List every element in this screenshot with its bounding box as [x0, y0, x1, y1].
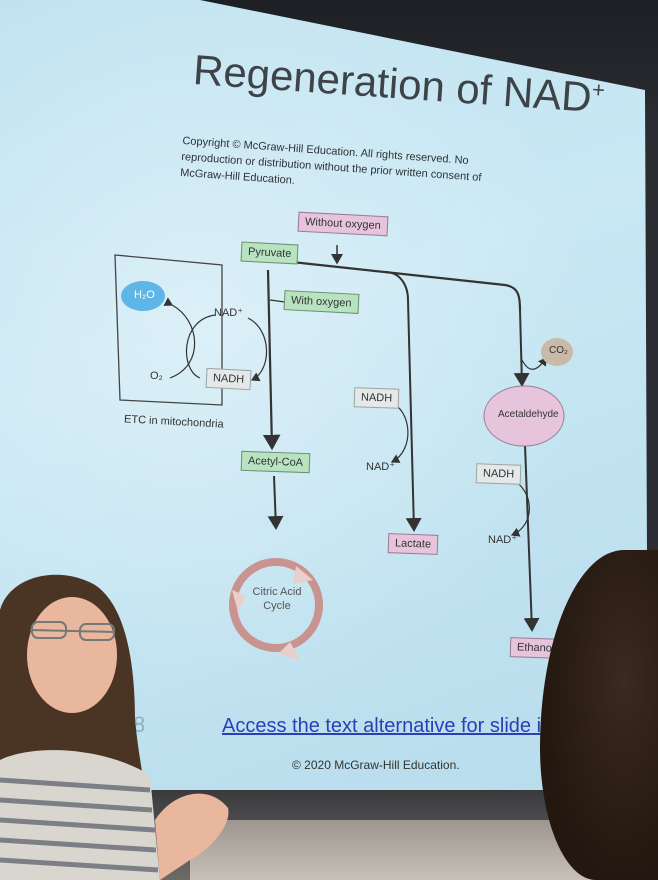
- h2o-bubble: [121, 281, 165, 311]
- nad-regeneration-diagram: [114, 254, 573, 660]
- slide-footer: © 2020 McGraw-Hill Education.: [292, 758, 460, 772]
- ethanol-nad-plus-label: NAD⁺: [488, 534, 518, 546]
- etc-frame: [114, 254, 223, 406]
- cycle-arrow-top: [293, 566, 313, 584]
- ethanol-line: [523, 444, 540, 632]
- etc-loop-left: [185, 314, 216, 379]
- etc-nad-plus-label: NAD⁺: [214, 307, 244, 319]
- citric-acid-cycle-label: Citric Acid Cycle: [252, 586, 302, 612]
- text-alternative-link[interactable]: Access the text alternative for slide im…: [222, 715, 602, 737]
- citric-acid-cycle-ring: [229, 558, 323, 652]
- acetaldehyde-label: Acetaldehyde: [498, 409, 559, 420]
- pyruvate-main-line: [291, 260, 522, 311]
- acetaldehyde-ellipse: [483, 385, 565, 447]
- o2-label: O₂: [150, 370, 163, 382]
- presenter-face: [27, 597, 117, 713]
- pyruvate-to-acetylcoa: [262, 269, 281, 451]
- etc-loop-right: [163, 297, 196, 379]
- presenter-glasses-left: [31, 621, 67, 639]
- presenter-glasses: [29, 629, 116, 633]
- co2-label: CO₂: [549, 345, 568, 356]
- cycle-arrow-bottom: [278, 642, 300, 660]
- shirt-stripes: [0, 777, 159, 873]
- cycle-arrow-left: [232, 590, 246, 612]
- nadh-to-nad-arrow: [247, 317, 268, 382]
- acetaldehyde-line: [513, 309, 530, 387]
- co2-bubble: [541, 338, 573, 366]
- lactate-nad-plus-label: NAD⁺: [366, 461, 396, 473]
- lactate-branch: [384, 271, 422, 532]
- with-oxygen-branch: [269, 299, 286, 303]
- h2o-label: H₂O: [134, 289, 155, 301]
- presenter-hand: [155, 793, 229, 880]
- acetylcoa-to-cycle: [267, 475, 284, 530]
- presenter-glasses-right: [79, 623, 115, 641]
- co2-arrow: [521, 357, 547, 370]
